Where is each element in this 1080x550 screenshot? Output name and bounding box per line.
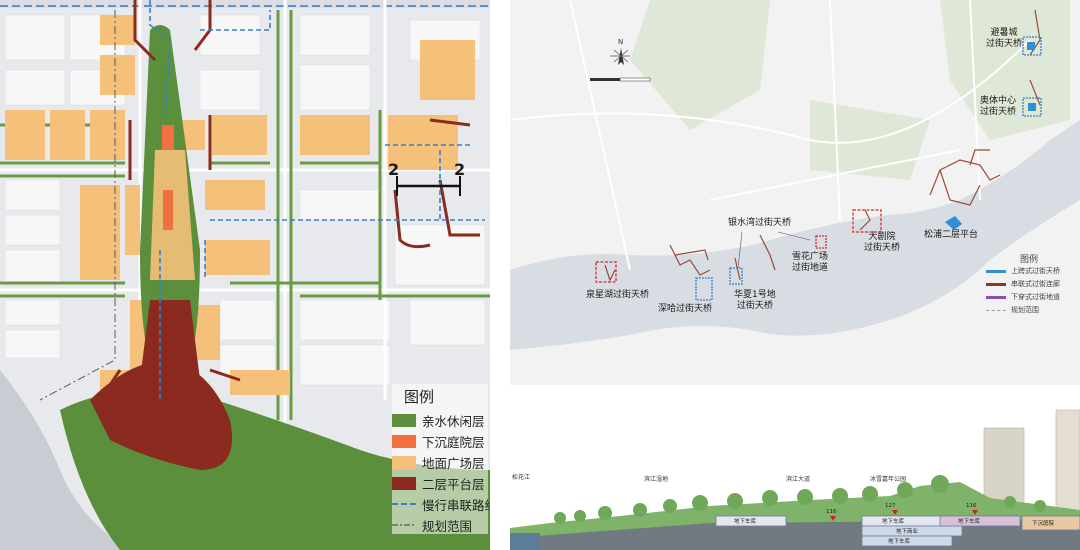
legend-swatch xyxy=(392,503,416,505)
ground-plaza-layer xyxy=(5,15,475,410)
label-aoti: 奥体中心过街天桥 xyxy=(980,96,1017,117)
legend-item-skybridge: 上跨式过街天桥 xyxy=(986,266,1060,276)
elevation-1: 116 xyxy=(826,509,837,515)
left-legend: 图例 亲水休闲层 下沉庭院层 地面广场层 二层平台层 慢行串联路线 规划范围 xyxy=(392,384,490,534)
legend-swatch xyxy=(392,524,416,526)
legend-item-corridor: 串联式过街连廊 xyxy=(986,279,1060,289)
section-mark-right: 2 xyxy=(454,160,466,179)
connector-networks xyxy=(604,9,1041,282)
left-plan-map: 2 2 图例 亲水休闲层 下沉庭院层 地面广场层 二层平台层 慢行串联路线 规划… xyxy=(0,0,490,550)
legend-item-ground: 地面广场层 xyxy=(392,453,485,471)
left-map-svg xyxy=(0,0,490,550)
legend-label: 规划范围 xyxy=(422,518,473,534)
legend-item-sunken: 下沉庭院层 xyxy=(392,432,485,450)
label-songpu: 松浦二层平台 xyxy=(924,230,979,240)
legend-label: 上跨式过街天桥 xyxy=(1011,267,1060,275)
right-legend-title: 图例 xyxy=(1020,255,1039,265)
label-underground-garage-2: 地下车库 xyxy=(882,519,905,525)
skybridge-markers xyxy=(945,42,1036,230)
pointer-lines xyxy=(737,231,811,269)
highlight-boxes xyxy=(595,36,1042,301)
tower-2 xyxy=(1055,409,1080,519)
green-zones xyxy=(630,0,1070,180)
scale-bar xyxy=(590,77,651,82)
section-mark-left: 2 xyxy=(388,160,400,179)
legend-label: 二层平台层 xyxy=(422,476,485,492)
sunken-court-1 xyxy=(162,125,174,150)
roads xyxy=(510,0,1031,271)
label-shenha: 深哈过街天桥 xyxy=(658,304,713,314)
label-huaxia: 华夏1号地过街天桥 xyxy=(734,290,776,311)
legend-item-boundary: 规划范围 xyxy=(986,305,1039,315)
sunken-court-2 xyxy=(163,190,173,230)
label-underground-garage-3: 地下车库 xyxy=(888,539,911,545)
legend-item-boundary: 规划范围 xyxy=(392,516,472,534)
underground-structures xyxy=(715,515,1080,547)
right-legend: 图例 上跨式过街天桥 串联式过街连廊 下穿式过街地道 规划范围 xyxy=(986,252,1078,320)
legend-swatch xyxy=(392,434,416,448)
label-xuehua: 雪花广场过街地道 xyxy=(792,252,829,273)
elevation-2: 127 xyxy=(885,503,896,509)
label-underground-garage-1: 地下车库 xyxy=(734,519,757,525)
label-binjiang-shidi: 滨江湿地 xyxy=(644,476,669,483)
section-marker xyxy=(396,176,461,196)
label-sunken-courtyard: 下沉庭院 xyxy=(1032,521,1055,527)
legend-swatch xyxy=(986,282,1006,286)
legend-label: 规划范围 xyxy=(1011,306,1039,314)
compass-n: N xyxy=(618,38,623,46)
label-songhuajiang: 松花江 xyxy=(512,474,531,481)
label-binjiang-dadao: 滨江大道 xyxy=(786,476,811,483)
legend-swatch xyxy=(986,309,1006,311)
legend-label: 下沉庭院层 xyxy=(422,434,485,450)
right-overview-map: N xyxy=(510,0,1080,385)
legend-swatch xyxy=(392,476,416,490)
legend-label: 下穿式过街地道 xyxy=(1011,293,1060,301)
second-level-platform xyxy=(90,360,232,470)
trees xyxy=(554,475,1046,524)
label-quanxinghu: 泉星湖过街天桥 xyxy=(586,290,650,300)
label-bingxue-park: 冰雪嘉年公园 xyxy=(870,476,907,483)
planning-boundary xyxy=(39,10,116,401)
legend-label: 地面广场层 xyxy=(422,455,485,471)
legend-label: 慢行串联路线 xyxy=(422,497,490,513)
legend-swatch xyxy=(986,295,1006,299)
platform-connector xyxy=(140,300,200,380)
legend-label: 串联式过街连廊 xyxy=(1011,280,1060,288)
building-blocks xyxy=(4,14,486,386)
legend-item-slow-route: 慢行串联路线 xyxy=(392,495,490,513)
second-level-routes xyxy=(98,0,480,401)
river xyxy=(510,120,1080,350)
legend-swatch xyxy=(392,455,416,469)
elevation-markers xyxy=(830,510,978,521)
section-svg xyxy=(510,409,1080,550)
section-drawing: 松花江 滨江湿地 滨江大道 冰雪嘉年公园 116 127 116 地下车库 地下… xyxy=(510,398,1080,550)
label-underground-garage-4: 地下车库 xyxy=(958,519,981,525)
right-map-svg: N xyxy=(510,0,1080,385)
elevation-3: 116 xyxy=(966,503,977,509)
label-dajuyuan: 大剧院过街天桥 xyxy=(864,232,901,253)
legend-item-waterfront: 亲水休闲层 xyxy=(392,411,485,429)
north-arrow xyxy=(610,48,630,65)
legend-label: 亲水休闲层 xyxy=(422,413,485,429)
label-underground-commerce: 地下商业 xyxy=(896,529,919,535)
label-bishucheng: 避暑城过街天桥 xyxy=(986,28,1023,49)
legend-item-platform: 二层平台层 xyxy=(392,474,485,492)
legend-item-underpass: 下穿式过街地道 xyxy=(986,292,1060,302)
left-legend-title: 图例 xyxy=(404,388,435,406)
legend-swatch xyxy=(986,269,1006,273)
river-water xyxy=(0,370,130,550)
legend-swatch xyxy=(392,413,416,427)
river-water-section xyxy=(510,533,540,550)
label-yinshuiwan: 银水湾过街天桥 xyxy=(728,218,792,228)
